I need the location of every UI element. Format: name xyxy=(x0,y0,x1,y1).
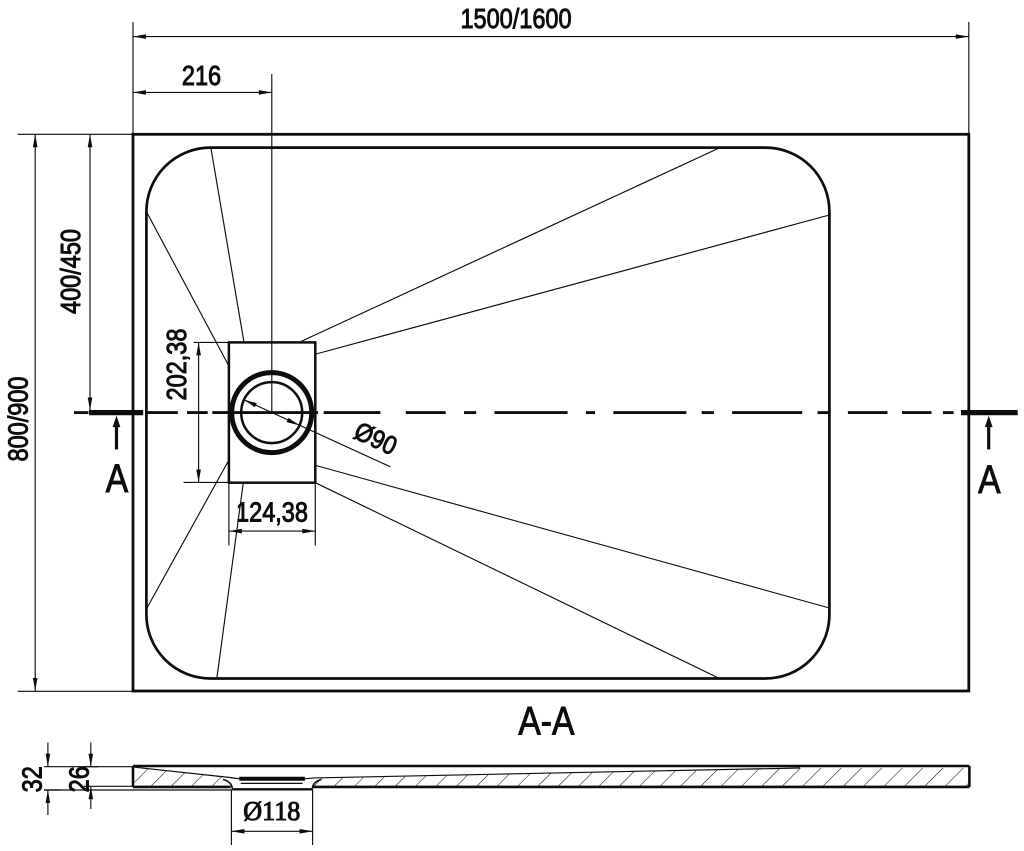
svg-text:26: 26 xyxy=(65,766,95,792)
svg-text:A: A xyxy=(106,456,129,500)
svg-text:124,38: 124,38 xyxy=(236,498,308,528)
svg-text:32: 32 xyxy=(18,766,48,792)
svg-text:202,38: 202,38 xyxy=(162,329,192,401)
svg-text:A: A xyxy=(978,457,1001,501)
svg-text:Ø90: Ø90 xyxy=(350,417,401,461)
svg-text:1500/1600: 1500/1600 xyxy=(460,4,571,34)
svg-text:800/900: 800/900 xyxy=(3,377,33,462)
svg-text:Ø118: Ø118 xyxy=(243,795,300,826)
svg-text:216: 216 xyxy=(182,61,221,91)
svg-text:400/450: 400/450 xyxy=(56,229,86,314)
svg-text:A-A: A-A xyxy=(518,699,574,743)
